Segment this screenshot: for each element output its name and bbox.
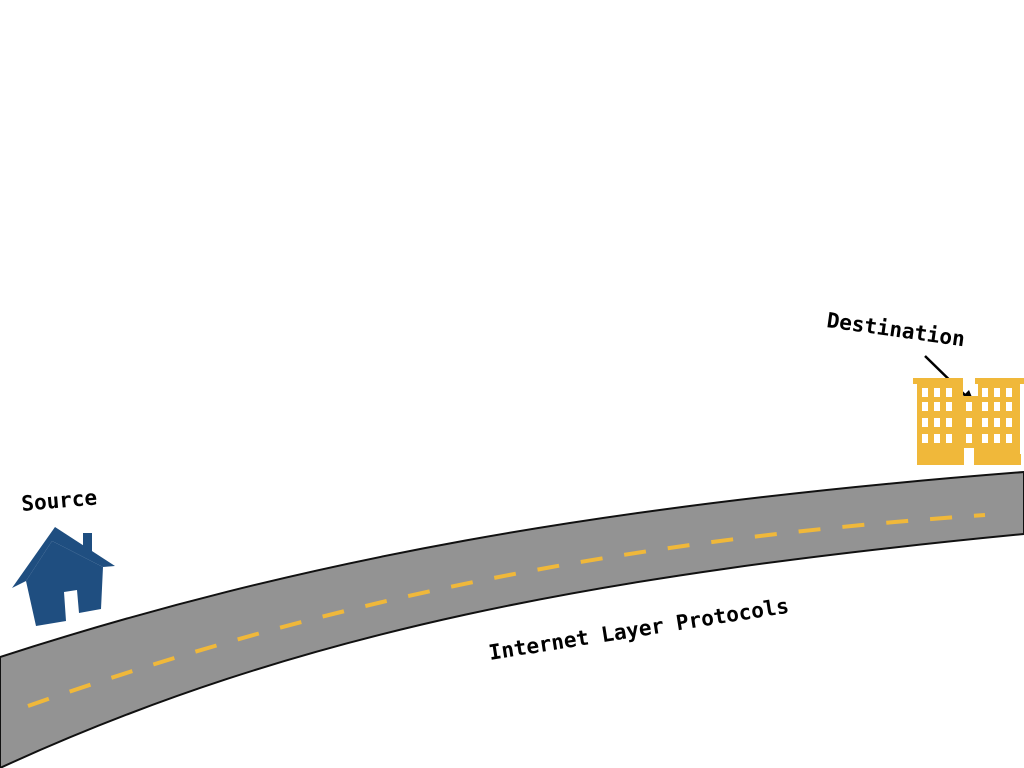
road <box>0 470 1024 768</box>
building-window <box>934 418 940 427</box>
building-window <box>946 402 952 411</box>
building-window <box>966 402 972 411</box>
building-window <box>966 434 972 443</box>
building-window <box>922 388 928 397</box>
road-label: Internet Layer Protocols <box>487 594 790 665</box>
building-window <box>994 388 1000 397</box>
building-window <box>922 418 928 427</box>
building-window <box>946 388 952 397</box>
building-window <box>994 418 1000 427</box>
building-window <box>934 434 940 443</box>
lane-center-line <box>27 513 986 708</box>
building-window <box>982 402 988 411</box>
building-roof-left <box>913 378 963 384</box>
destination-label: Destination <box>825 308 966 351</box>
building-window <box>922 434 928 443</box>
building-window <box>982 434 988 443</box>
building-window <box>1006 388 1012 397</box>
building-roof-right <box>975 378 1024 384</box>
building-window <box>1006 418 1012 427</box>
building-window <box>966 418 972 427</box>
building-window <box>946 434 952 443</box>
building-window <box>934 402 940 411</box>
source-label: Source <box>20 485 98 516</box>
building-window <box>946 418 952 427</box>
building-window <box>934 388 940 397</box>
building-window <box>994 434 1000 443</box>
building-window <box>982 388 988 397</box>
building-window <box>994 402 1000 411</box>
building-window <box>922 402 928 411</box>
building-icon <box>913 378 1024 465</box>
building-window <box>982 418 988 427</box>
building-window <box>1006 434 1012 443</box>
building-door <box>964 448 974 465</box>
building-window <box>1006 402 1012 411</box>
house-icon <box>12 527 115 626</box>
